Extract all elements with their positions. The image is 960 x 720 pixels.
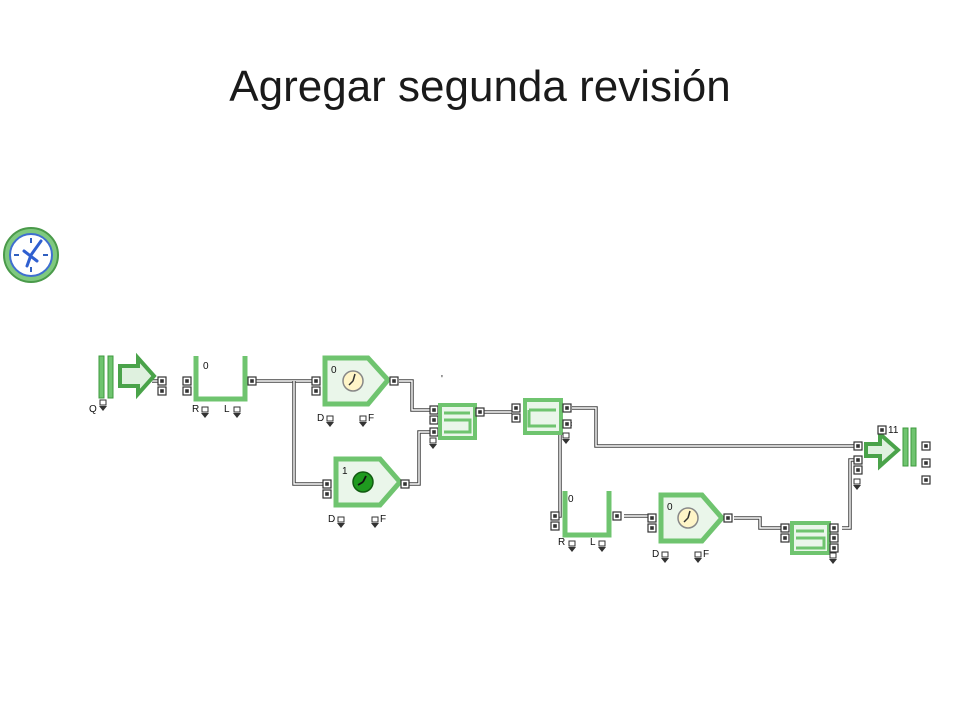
activity-2-port-d: D [328, 514, 335, 525]
sink-block[interactable]: 11 [852, 425, 931, 491]
source-block[interactable]: Q [89, 352, 167, 415]
connection-wires [152, 379, 856, 530]
activity-1-count: 0 [331, 365, 337, 376]
svg-text:': ' [441, 374, 443, 385]
queue-1-port-l: L [224, 404, 230, 415]
queue-2-port-r: R [558, 537, 565, 548]
activity-1-port-d: D [317, 413, 324, 424]
queue-1-count: 0 [203, 361, 209, 372]
queue-block-2[interactable]: 0 R L [550, 491, 622, 553]
join-block-2[interactable] [780, 521, 839, 565]
join-block-1[interactable]: ' [428, 374, 485, 450]
activity-block-1[interactable]: 0 D F [311, 355, 399, 428]
activity-2-port-f: F [380, 514, 386, 525]
queue-2-count: 0 [568, 494, 574, 505]
queue-block-1[interactable]: 0 R L [182, 356, 257, 419]
queue-1-port-r: R [192, 404, 199, 415]
activity-3-count: 0 [667, 502, 673, 513]
clock-icon[interactable] [3, 227, 59, 283]
activity-block-2[interactable]: 1 D F [322, 456, 410, 529]
queue-2-port-l: L [590, 537, 596, 548]
split-block-1[interactable] [511, 398, 572, 445]
activity-block-3[interactable]: 0 D F [647, 492, 733, 564]
activity-3-port-d: D [652, 549, 659, 560]
source-port-label: Q [89, 404, 97, 415]
activity-1-port-f: F [368, 413, 374, 424]
activity-3-port-f: F [703, 549, 709, 560]
activity-2-count: 1 [342, 466, 348, 477]
sink-count: 11 [888, 425, 899, 436]
slide-title: Agregar segunda revisión [229, 62, 731, 111]
